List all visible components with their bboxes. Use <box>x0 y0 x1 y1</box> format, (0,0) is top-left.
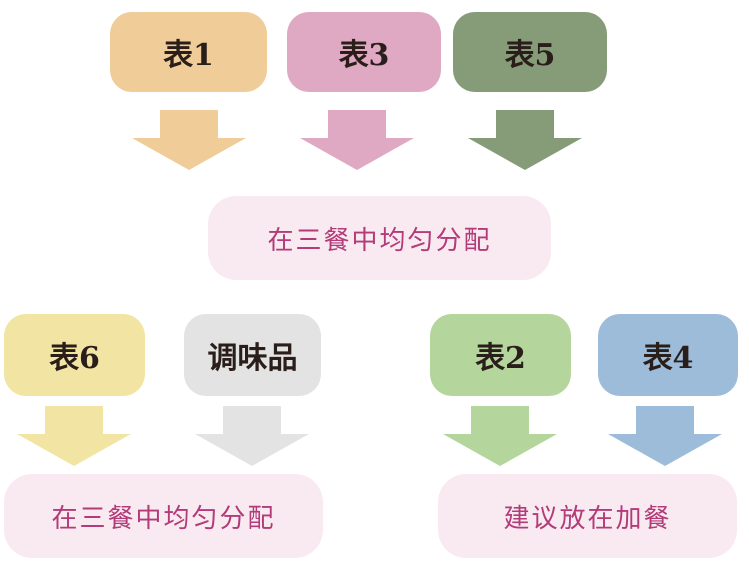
table-1-box: 表1 <box>110 12 267 92</box>
arrow-down-table-6 <box>17 406 131 466</box>
bottom-left-target-label: 在三餐中均匀分配 <box>51 503 276 534</box>
top-target-label: 在三餐中均匀分配 <box>267 225 492 256</box>
table-3-box: 表3 <box>287 12 441 92</box>
bottom-right-target-box: 建议放在加餐 <box>438 474 737 558</box>
seasoning-box: 调味品 <box>184 314 321 396</box>
table-4-box: 表4 <box>598 314 738 396</box>
table-3-label: 表3 <box>338 38 390 73</box>
table-4-label: 表4 <box>642 341 694 376</box>
table-6-label: 表6 <box>49 341 100 376</box>
table-5-box: 表5 <box>453 12 607 92</box>
table-1-label: 表1 <box>163 38 214 73</box>
arrow-down-table-2 <box>443 406 557 466</box>
arrow-down-table-1 <box>132 110 246 170</box>
arrow-down-table-3 <box>300 110 414 170</box>
top-target-box: 在三餐中均匀分配 <box>208 196 551 280</box>
arrow-down-table-5 <box>468 110 582 170</box>
bottom-left-target-box: 在三餐中均匀分配 <box>4 474 323 558</box>
arrow-down-seasoning <box>195 406 309 466</box>
table-2-box: 表2 <box>430 314 571 396</box>
table-2-label: 表2 <box>475 341 526 376</box>
table-6-box: 表6 <box>4 314 145 396</box>
bottom-right-target-label: 建议放在加餐 <box>503 503 672 534</box>
table-5-label: 表5 <box>504 38 556 73</box>
seasoning-label: 调味品 <box>207 341 298 376</box>
arrow-down-table-4 <box>608 406 722 466</box>
